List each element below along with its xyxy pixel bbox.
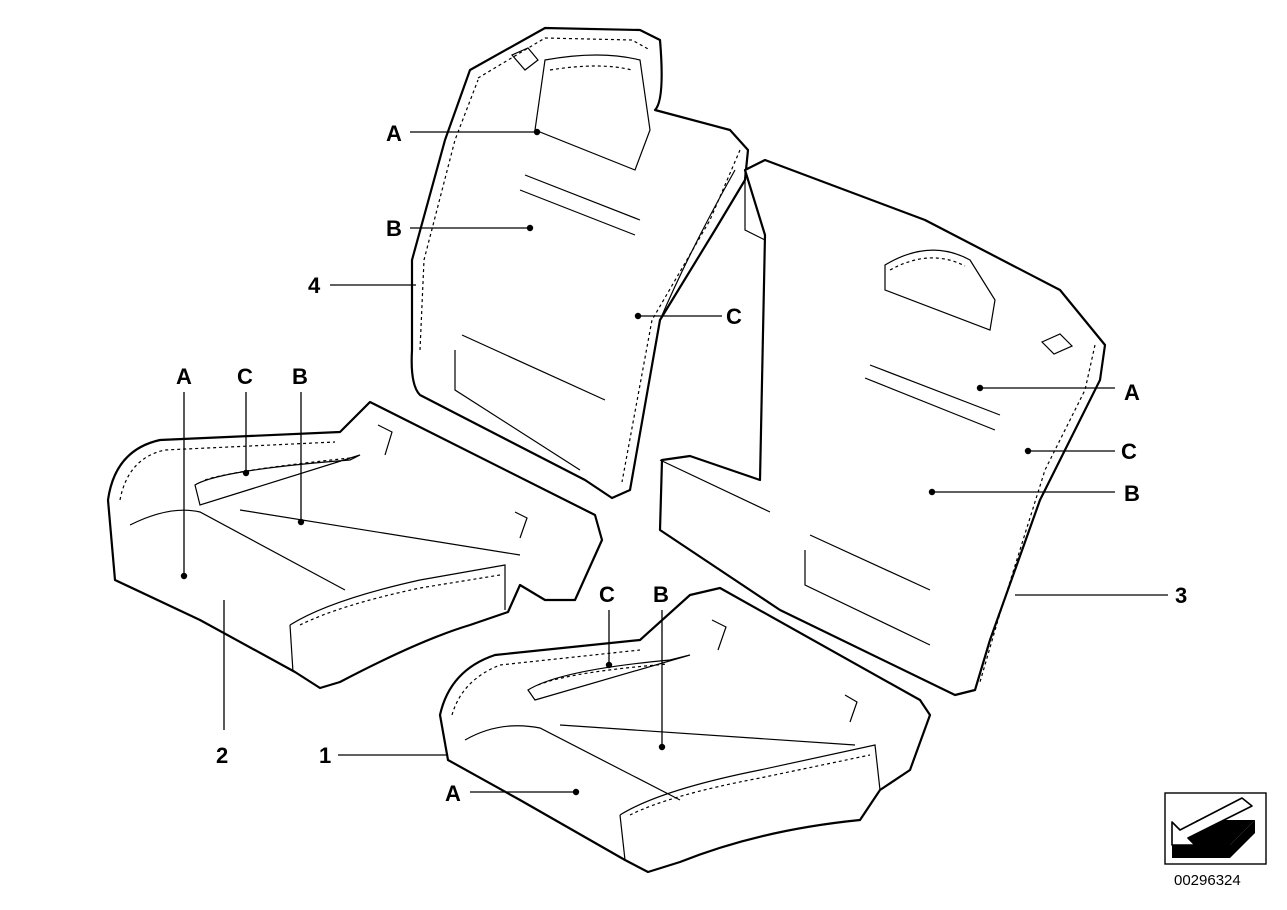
seat-back-right[interactable] [658,158,1107,697]
label-2-b: B [292,364,308,389]
leader-lines [183,131,1168,793]
label-4-b: B [386,216,402,241]
label-1-b: B [653,582,669,607]
part-number-1: 1 [319,743,331,768]
part-number-4: 4 [308,273,321,298]
seat-cushion-left[interactable] [106,400,604,690]
label-4-c: C [726,304,742,329]
label-3-b: B [1124,481,1140,506]
part-number-3: 3 [1175,583,1187,608]
label-1-a: A [445,781,461,806]
direction-arrow-icon [1164,792,1267,865]
label-3-c: C [1121,439,1137,464]
label-1-c: C [599,582,615,607]
label-3-a: A [1124,380,1140,405]
image-code: 00296324 [1174,872,1241,889]
leader-dots [180,128,1032,796]
label-2-a: A [176,364,192,389]
part-number-2: 2 [216,743,228,768]
label-2-c: C [237,364,253,389]
label-4-a: A [386,121,402,146]
seat-cushion-right[interactable] [438,586,932,874]
seat-back-left[interactable] [410,26,750,500]
